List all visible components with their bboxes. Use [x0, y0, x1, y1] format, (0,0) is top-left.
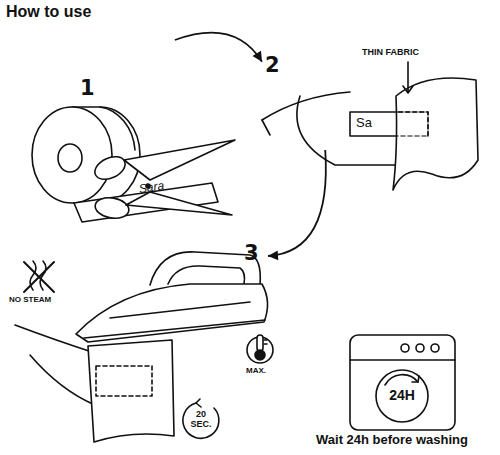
- step-number: 3: [244, 241, 259, 265]
- timer-icon: [183, 403, 219, 438]
- thermometer-icon: [255, 350, 265, 360]
- washing-machine: [431, 344, 439, 352]
- scissors: [94, 195, 131, 221]
- garment-under-iron: [88, 340, 174, 442]
- thin-fabric: [398, 112, 428, 136]
- thermometer-icon: [247, 335, 273, 363]
- step-number: 1: [80, 76, 95, 100]
- iron: [168, 266, 245, 284]
- scissors: [91, 152, 128, 184]
- garment: [297, 96, 395, 165]
- garment: [262, 92, 395, 165]
- thermometer-icon: [257, 335, 263, 351]
- washing-machine: [385, 375, 418, 385]
- step-arrow: [268, 150, 326, 256]
- label-name: Sa: [356, 116, 372, 130]
- step-number: 2: [265, 53, 280, 77]
- temperature-note: MAX.: [246, 367, 266, 376]
- garment: [262, 92, 350, 120]
- wait-hours: 24H: [385, 388, 419, 403]
- tape-roll: [100, 107, 135, 150]
- step-area: 3: [10, 235, 268, 435]
- no-steam-icon: [24, 262, 54, 292]
- garment-under-iron: [30, 355, 95, 405]
- washing-machine: [350, 335, 455, 430]
- iron: [76, 252, 268, 342]
- thermometer-icon: [264, 340, 267, 344]
- scissors: [91, 140, 235, 221]
- iron: [76, 284, 268, 342]
- fabric-note: THIN FABRIC: [362, 48, 419, 58]
- thin-fabric: [393, 62, 478, 190]
- iron: [150, 252, 260, 285]
- garment: [262, 120, 270, 135]
- timer-icon: [196, 399, 201, 407]
- step-arrow: [175, 33, 262, 62]
- garment-under-iron: [15, 325, 174, 442]
- washing-machine: [350, 359, 455, 361]
- tape-roll: [58, 144, 82, 172]
- washing-machine: [416, 344, 424, 352]
- step-area: 1: [30, 40, 240, 215]
- garment-under-iron: [96, 366, 152, 396]
- arrow-head: [268, 250, 278, 260]
- washing-machine: [350, 335, 455, 430]
- iron: [84, 320, 265, 338]
- washing-machine: [376, 370, 428, 422]
- time-note: 20 SEC.: [186, 409, 216, 429]
- name-label: [350, 112, 398, 136]
- no-steam-icon: [24, 261, 54, 292]
- washing-machine: [412, 376, 419, 382]
- diagram-title: How to use: [6, 3, 91, 21]
- tape-roll: [32, 107, 140, 203]
- timer-icon: [183, 399, 219, 438]
- washing-note: Wait 24h before washing: [316, 433, 468, 447]
- arrow-head: [252, 51, 262, 62]
- iron: [110, 302, 250, 318]
- thin-fabric: [403, 62, 413, 93]
- thin-fabric: [393, 78, 478, 190]
- step-area: 2: [262, 45, 480, 150]
- scissors: [124, 140, 235, 180]
- washing-machine: [401, 344, 409, 352]
- steam-note: NO STEAM: [9, 296, 51, 305]
- tape-roll: [32, 107, 112, 203]
